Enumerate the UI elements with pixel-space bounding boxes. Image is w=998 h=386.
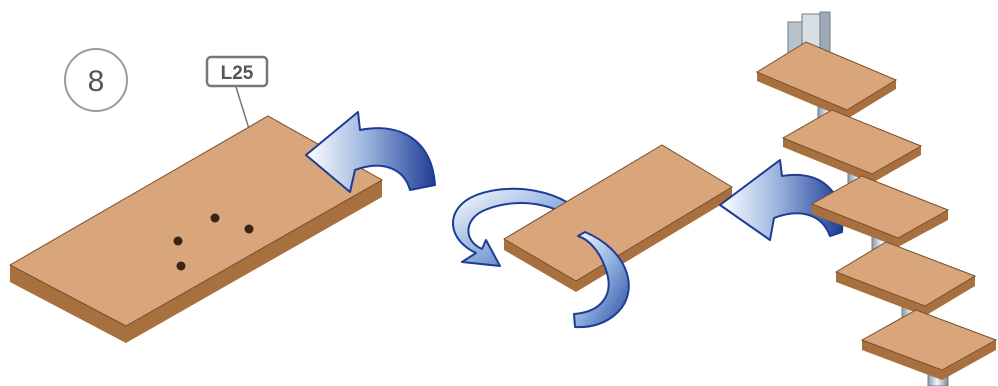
curved-arrow-icon — [305, 111, 436, 193]
dowel-hole — [244, 224, 254, 234]
stair-tread — [781, 109, 923, 183]
step-number: 8 — [88, 65, 105, 98]
stair-tread — [834, 241, 977, 316]
board-top-face — [8, 115, 384, 327]
large-board — [8, 115, 384, 343]
small-board — [503, 144, 733, 292]
part-code: L25 — [221, 63, 254, 84]
callout-leader-line — [235, 86, 251, 133]
step-number-badge: 8 — [64, 48, 128, 112]
dowel-hole — [176, 261, 186, 271]
stair-tread — [755, 41, 898, 119]
dowel-hole — [210, 213, 220, 223]
stair-tread — [810, 175, 950, 247]
staircase — [755, 11, 998, 386]
stair-tread — [860, 309, 998, 380]
part-callout: L25 — [205, 55, 269, 133]
dowel-hole — [173, 236, 183, 246]
board-top-face — [503, 144, 733, 282]
rotation-arrow-front — [573, 231, 630, 329]
